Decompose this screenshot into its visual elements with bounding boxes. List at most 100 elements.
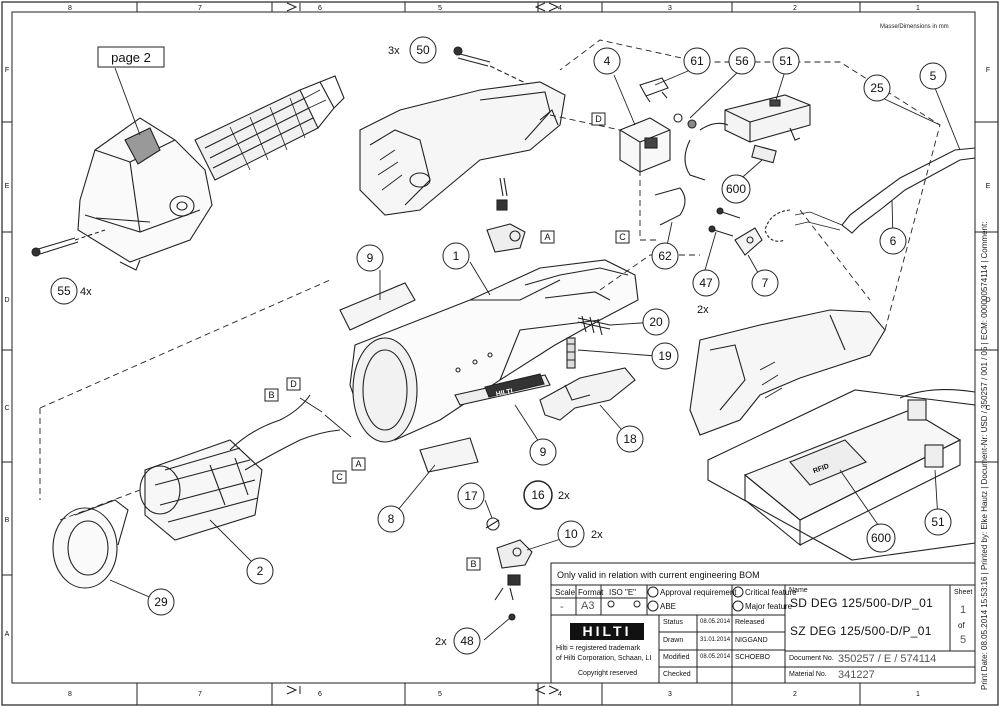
inner-border [11, 11, 976, 684]
modified-by: SCHOEBO [735, 654, 771, 661]
modified-date: 08.05.2014 [700, 654, 731, 660]
approval-requirement: Approval requirement [660, 588, 737, 597]
label-600-small [751, 144, 777, 164]
callout-62: 62 [658, 249, 672, 263]
col-label: 8 [68, 5, 72, 12]
page-reference: page 2 [111, 50, 151, 65]
brush-holder-upper [486, 177, 526, 253]
col-label: 7 [198, 5, 202, 12]
svg-text:A: A [544, 232, 550, 242]
sheet-label: Sheet [954, 589, 973, 596]
callout-17: 17 [464, 489, 478, 503]
callout-8: 8 [388, 512, 395, 526]
row-label: E [5, 183, 10, 190]
callout-600: 600 [726, 182, 746, 196]
row-label: D [985, 297, 990, 304]
callout-2: 2 [257, 564, 264, 578]
col-label: 5 [438, 5, 442, 12]
copyright: Copyright reserved [578, 670, 638, 677]
spring-20 [577, 315, 611, 336]
svg-text:B: B [470, 559, 476, 569]
sheet-of: of [958, 621, 965, 630]
col-label: 5 [438, 691, 442, 698]
callout-9: 9 [540, 445, 547, 459]
iso-label: ISO "E" [609, 588, 637, 597]
trademark-line-1: Hilti = registered trademark [556, 645, 641, 652]
callout-48: 48 [460, 634, 474, 648]
drawing-name-sd: SD DEG 125/500-D/P_01 [790, 596, 934, 610]
callout-20: 20 [649, 315, 663, 329]
row-label: B [5, 517, 10, 524]
material-number: 341227 [838, 669, 875, 681]
row-label: C [4, 405, 9, 412]
callout-50: 50 [416, 43, 430, 57]
brush-holder-10 [496, 539, 533, 569]
callout-47: 47 [699, 276, 713, 290]
callout-61: 61 [690, 54, 704, 68]
upper-handle-shell [359, 81, 566, 216]
qty-48: 2x [435, 636, 447, 648]
svg-text:D: D [290, 379, 297, 389]
callout-7: 7 [762, 276, 769, 290]
sheet-total: 5 [960, 634, 967, 646]
callout-51: 51 [779, 54, 793, 68]
callout-circles: 50 4 61 56 51 25 5 55 9 1 600 62 47 7 6 … [50, 36, 952, 655]
screw-50 [453, 46, 491, 67]
row-label: F [5, 67, 9, 74]
nose-ring-29 [52, 499, 129, 589]
callout-56: 56 [735, 54, 749, 68]
drawn-label: Drawn [663, 637, 684, 644]
scale-label: Scale [555, 588, 576, 597]
power-cable-6 [764, 147, 976, 242]
electronics-module-51 [724, 94, 811, 143]
cable-clamp-7 [734, 227, 763, 256]
callout-10: 10 [564, 527, 578, 541]
gear-head-assembly [77, 117, 213, 271]
stator-2 [139, 439, 263, 541]
wire-62 [654, 187, 686, 226]
pin-19 [566, 337, 576, 369]
format-label: Format [578, 588, 604, 597]
col-label: 1 [916, 5, 920, 12]
stator-wires [229, 394, 341, 471]
label-9-top [339, 282, 416, 331]
callout-1: 1 [453, 249, 460, 263]
leader-line [74, 229, 106, 241]
col-label: 1 [916, 691, 920, 698]
col-label: 3 [668, 691, 672, 698]
col-label: 4 [558, 691, 562, 698]
lever-18 [539, 367, 636, 421]
status-label: Status [663, 619, 683, 626]
callout-29: 29 [154, 595, 168, 609]
label-8 [419, 437, 479, 473]
switch-cover-61 [639, 77, 669, 103]
detail-inset-rfid [707, 389, 976, 561]
row-label: E [986, 183, 991, 190]
name-label: Name [789, 587, 808, 594]
armature [194, 75, 345, 181]
centering-marks [286, 2, 560, 695]
lower-handle-shell [689, 309, 886, 436]
hilti-logo: HILTI [570, 623, 644, 640]
drawing-name-sz: SZ DEG 125/500-D/P_01 [790, 624, 932, 638]
svg-text:B: B [268, 390, 274, 400]
col-label: 2 [793, 5, 797, 12]
leader-line [489, 65, 541, 91]
critical-feature: Critical feature [745, 588, 797, 597]
callout-19: 19 [658, 349, 672, 363]
hilti-nameplate [454, 373, 551, 406]
drawn-by: NIGGAND [735, 637, 768, 644]
screws-47 [708, 207, 741, 237]
callout-5: 5 [930, 69, 937, 83]
switch-module-4 [619, 117, 671, 173]
carbon-brush-48 [494, 574, 521, 621]
qty-16: 2x [558, 490, 570, 502]
qty-10: 2x [591, 529, 603, 541]
spring-56 [673, 113, 697, 129]
row-label: A [5, 631, 10, 638]
housing-logo-text: HILTI [495, 388, 513, 398]
connector-labels: D A C B D A C B [264, 112, 630, 571]
zone-labels: 8 7 6 5 4 3 2 1 8 7 6 5 4 3 2 1 F E D C … [4, 5, 990, 698]
